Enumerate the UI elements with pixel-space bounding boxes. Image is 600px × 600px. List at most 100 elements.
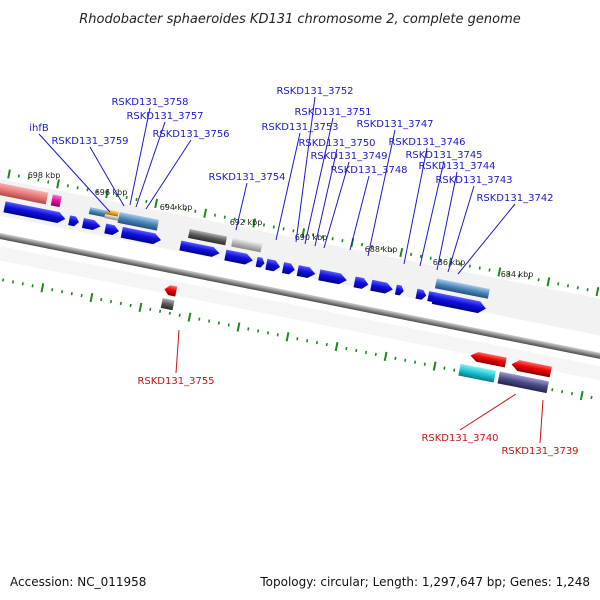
- gene-feature[interactable]: [68, 215, 80, 227]
- scale-label: 684 kbp: [501, 270, 534, 279]
- scale-tick: [453, 368, 456, 372]
- scale-tick: [383, 351, 388, 361]
- scale-tick: [296, 337, 299, 341]
- scale-tick: [203, 208, 208, 218]
- gene-label-plus[interactable]: RSKD131_3744: [418, 161, 495, 172]
- gene-label-plus[interactable]: RSKD131_3758: [111, 97, 188, 108]
- scale-tick: [223, 215, 226, 219]
- scale-tick: [566, 284, 570, 288]
- scale-tick: [311, 233, 315, 237]
- gene-feature[interactable]: [50, 194, 62, 208]
- scale-tick: [478, 266, 481, 270]
- gene-feature[interactable]: [458, 363, 496, 383]
- gene-feature[interactable]: [431, 292, 487, 314]
- gene-feature[interactable]: [497, 371, 549, 394]
- leader-line: [419, 160, 445, 267]
- gene-label-plus[interactable]: RSKD131_3754: [208, 172, 285, 183]
- gene-feature[interactable]: [281, 262, 296, 275]
- scale-tick: [247, 327, 250, 331]
- gene-label-plus[interactable]: RSKD131_3747: [356, 119, 433, 130]
- gene-minus-strand[interactable]: [510, 359, 552, 378]
- scale-tick: [149, 307, 152, 311]
- gene-feature[interactable]: [394, 284, 405, 296]
- gene-feature[interactable]: [3, 201, 66, 224]
- scale-tick: [47, 180, 50, 184]
- gene-label-plus[interactable]: RSKD131_3756: [152, 129, 229, 140]
- scale-tick: [370, 244, 373, 249]
- gene-label-plus[interactable]: RSKD131_3753: [261, 122, 338, 133]
- gene-feature[interactable]: [0, 182, 49, 205]
- scale-tick: [100, 297, 103, 302]
- gene-feature[interactable]: [120, 226, 162, 246]
- gene-feature[interactable]: [104, 214, 119, 221]
- gene-feature[interactable]: [117, 211, 159, 231]
- gene-feature[interactable]: [231, 237, 263, 253]
- gene-label-plus[interactable]: RSKD131_3749: [310, 151, 387, 162]
- scale-tick: [334, 341, 339, 352]
- scale-tick: [184, 207, 187, 211]
- gene-feature[interactable]: [370, 279, 394, 295]
- scale-tick: [257, 329, 260, 333]
- scale-tick: [21, 282, 24, 286]
- scale-tick: [468, 264, 472, 268]
- scale-tick: [439, 258, 442, 262]
- gene-label-plus[interactable]: RSKD131_3752: [276, 86, 353, 97]
- gene-label-minus[interactable]: RSKD131_3740: [421, 433, 498, 444]
- gene-label-plus[interactable]: RSKD131_3751: [294, 107, 371, 118]
- gene-label-plus[interactable]: ihfB: [29, 123, 49, 134]
- scale-tick: [508, 272, 511, 276]
- gene-label-plus[interactable]: RSKD131_3757: [126, 111, 203, 122]
- scale-label: 694 kbp: [160, 203, 193, 212]
- gene-feature[interactable]: [179, 240, 220, 259]
- scale-tick: [282, 227, 285, 231]
- gene-label-minus[interactable]: RSKD131_3755: [137, 376, 214, 387]
- scale-tick: [497, 267, 502, 277]
- gene-feature[interactable]: [353, 276, 370, 290]
- gene-label-plus[interactable]: RSKD131_3750: [298, 138, 375, 149]
- scale-tick: [315, 341, 319, 345]
- gene-feature[interactable]: [188, 229, 228, 246]
- gene-minus-strand[interactable]: [469, 351, 507, 368]
- gene-feature[interactable]: [415, 288, 428, 301]
- gene-feature[interactable]: [88, 207, 108, 218]
- gene-minus-strand[interactable]: [164, 284, 178, 297]
- scale-tick: [66, 184, 69, 188]
- scale-label: 688 kbp: [365, 245, 398, 254]
- scale-tick: [236, 322, 241, 332]
- gene-feature[interactable]: [434, 278, 490, 299]
- scale-label: 686 kbp: [433, 258, 466, 267]
- scale-tick: [429, 256, 432, 260]
- gene-label-plus[interactable]: RSKD131_3743: [435, 175, 512, 186]
- leader-line: [175, 329, 180, 374]
- gene-label-plus[interactable]: RSKD131_3759: [51, 136, 128, 147]
- scale-tick: [546, 277, 551, 287]
- gene-label-plus[interactable]: RSKD131_3746: [388, 137, 465, 148]
- gene-feature[interactable]: [160, 298, 175, 311]
- gene-label-plus[interactable]: RSKD131_3745: [405, 150, 482, 161]
- scale-tick: [301, 228, 306, 238]
- scale-tick: [432, 361, 437, 371]
- scale-tick: [413, 360, 417, 364]
- gene-label-plus[interactable]: RSKD131_3748: [330, 165, 407, 176]
- scale-label: 698 kbp: [28, 171, 61, 180]
- gene-feature[interactable]: [318, 269, 348, 285]
- leader-line: [349, 175, 370, 251]
- gene-label-minus[interactable]: RSKD131_3739: [501, 446, 578, 457]
- scale-tick: [76, 186, 79, 190]
- chromosome-backbone: [0, 222, 600, 370]
- gene-feature[interactable]: [296, 265, 317, 279]
- gene-feature[interactable]: [224, 249, 254, 266]
- gene-feature[interactable]: [255, 256, 266, 268]
- scale-tick: [198, 317, 201, 321]
- gene-feature[interactable]: [81, 218, 102, 231]
- scale-tick: [80, 293, 83, 298]
- gene-feature[interactable]: [104, 223, 120, 237]
- scale-tick: [527, 276, 530, 280]
- scale-tick: [217, 321, 220, 325]
- gene-feature[interactable]: [265, 258, 281, 273]
- scale-tick: [551, 388, 554, 392]
- gene-label-plus[interactable]: RSKD131_3742: [476, 193, 553, 204]
- scale-tick: [537, 278, 540, 282]
- leader-line: [457, 203, 516, 275]
- leader-line: [459, 393, 517, 431]
